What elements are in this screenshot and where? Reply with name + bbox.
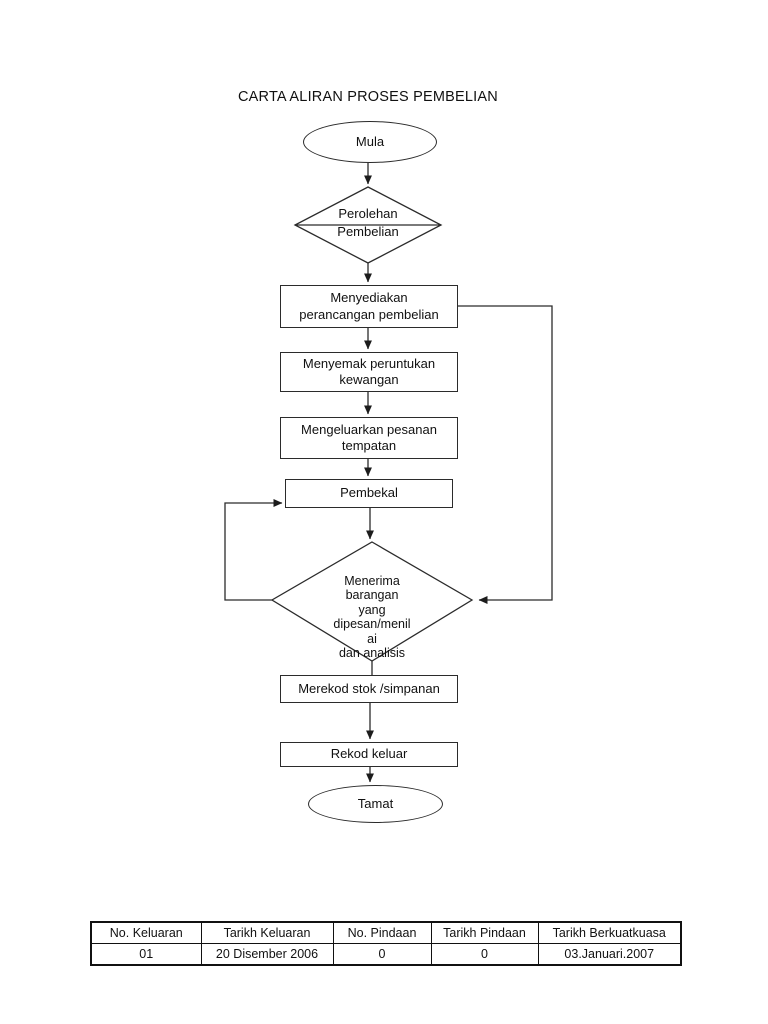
process-issue-order: Mengeluarkan pesanan tempatan [280, 417, 458, 459]
process-check-finance: Menyemak peruntukan kewangan [280, 352, 458, 392]
process-record-out: Rekod keluar [280, 742, 458, 767]
table-header-cell: Tarikh Pindaan [430, 921, 539, 944]
table-cell: 20 Disember 2006 [200, 943, 334, 966]
process-record-stock: Merekod stok /simpanan [280, 675, 458, 703]
process-prepare-plan: Menyediakan perancangan pembelian [280, 285, 458, 328]
start-label: Mula [355, 133, 385, 149]
table-header-cell: No. Pindaan [332, 921, 432, 944]
table-cell: 0 [430, 943, 539, 966]
page-title: CARTA ALIRAN PROSES PEMBELIAN [238, 89, 498, 105]
table-header-cell: No. Keluaran [90, 921, 202, 944]
revision-table-header-row: No. Keluaran Tarikh Keluaran No. Pindaan… [90, 921, 682, 944]
connector-receive-to-supplier-left [224, 499, 283, 601]
decision-purchase-label-top: Perolehan [338, 206, 398, 221]
process-issue-order-label: Mengeluarkan pesanan tempatan [301, 421, 437, 454]
decision-purchase-label-bottom: Pembelian [337, 223, 399, 239]
end-terminator: Tamat [308, 785, 443, 823]
start-terminator: Mula [303, 121, 437, 163]
table-cell: 01 [90, 943, 202, 966]
table-cell: 03.Januari.2007 [537, 943, 682, 966]
process-check-finance-label: Menyemak peruntukan kewangan [302, 355, 436, 388]
process-record-stock-label: Merekod stok /simpanan [298, 680, 440, 696]
revision-table: No. Keluaran Tarikh Keluaran No. Pindaan… [90, 921, 682, 966]
process-supplier-label: Pembekal [340, 485, 398, 501]
table-cell: 0 [332, 943, 432, 966]
end-label: Tamat [357, 795, 394, 811]
revision-table-data-row: 01 20 Disember 2006 0 0 03.Januari.2007 [90, 943, 682, 966]
process-record-out-label: Rekod keluar [330, 746, 408, 762]
decision-receive-label: Menerima barangan yang dipesan/menil ai … [333, 574, 411, 661]
table-header-cell: Tarikh Keluaran [200, 921, 334, 944]
decision-purchase-label: Perolehan Pembelian [293, 205, 443, 240]
process-prepare-plan-label: Menyediakan perancangan pembelian [299, 290, 439, 322]
table-header-cell: Tarikh Berkuatkuasa [537, 921, 682, 944]
process-supplier: Pembekal [285, 479, 453, 508]
connector-prepare-to-receive-right [458, 305, 553, 604]
